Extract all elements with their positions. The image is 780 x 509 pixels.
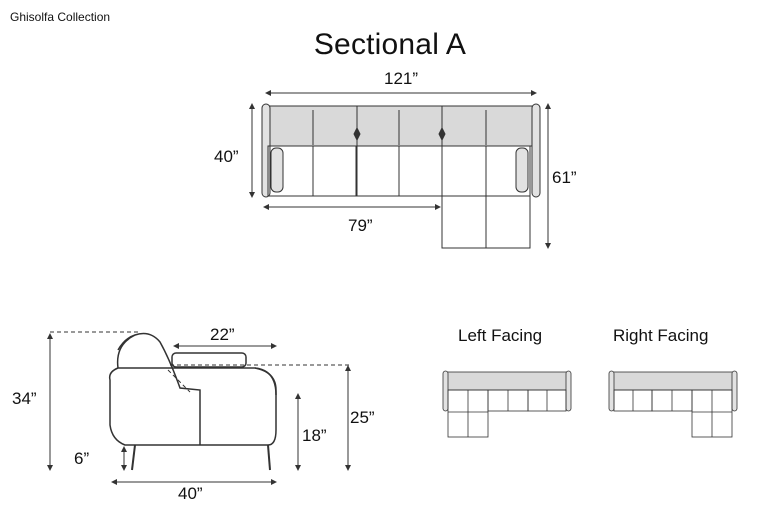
left-facing-plan bbox=[442, 370, 572, 438]
side-view-dimensions bbox=[47, 333, 351, 485]
side-depth-label: 40” bbox=[178, 484, 203, 503]
page-title: Sectional A bbox=[313, 28, 467, 61]
overall-width-label: 121” bbox=[384, 69, 419, 88]
chaise-depth-label: 61” bbox=[552, 168, 577, 187]
side-view-profile bbox=[108, 332, 277, 471]
partial-width-label: 79” bbox=[348, 216, 373, 235]
top-view-dimensions bbox=[249, 90, 551, 249]
total-height-label: 34” bbox=[12, 389, 37, 408]
top-view-plan bbox=[261, 103, 541, 249]
arm-height-label: 25” bbox=[350, 408, 375, 427]
depth-label: 40” bbox=[214, 147, 239, 166]
leg-height-label: 6” bbox=[74, 449, 90, 468]
right-facing-plan bbox=[608, 370, 738, 438]
side-view-dashed-guides bbox=[50, 331, 350, 393]
seat-depth-label: 22” bbox=[210, 325, 235, 344]
right-facing-label: Right Facing bbox=[613, 326, 709, 345]
left-facing-label: Left Facing bbox=[458, 326, 543, 345]
brand-name: Ghisolfa Collection bbox=[10, 10, 111, 24]
seat-height-label: 18” bbox=[302, 426, 327, 445]
